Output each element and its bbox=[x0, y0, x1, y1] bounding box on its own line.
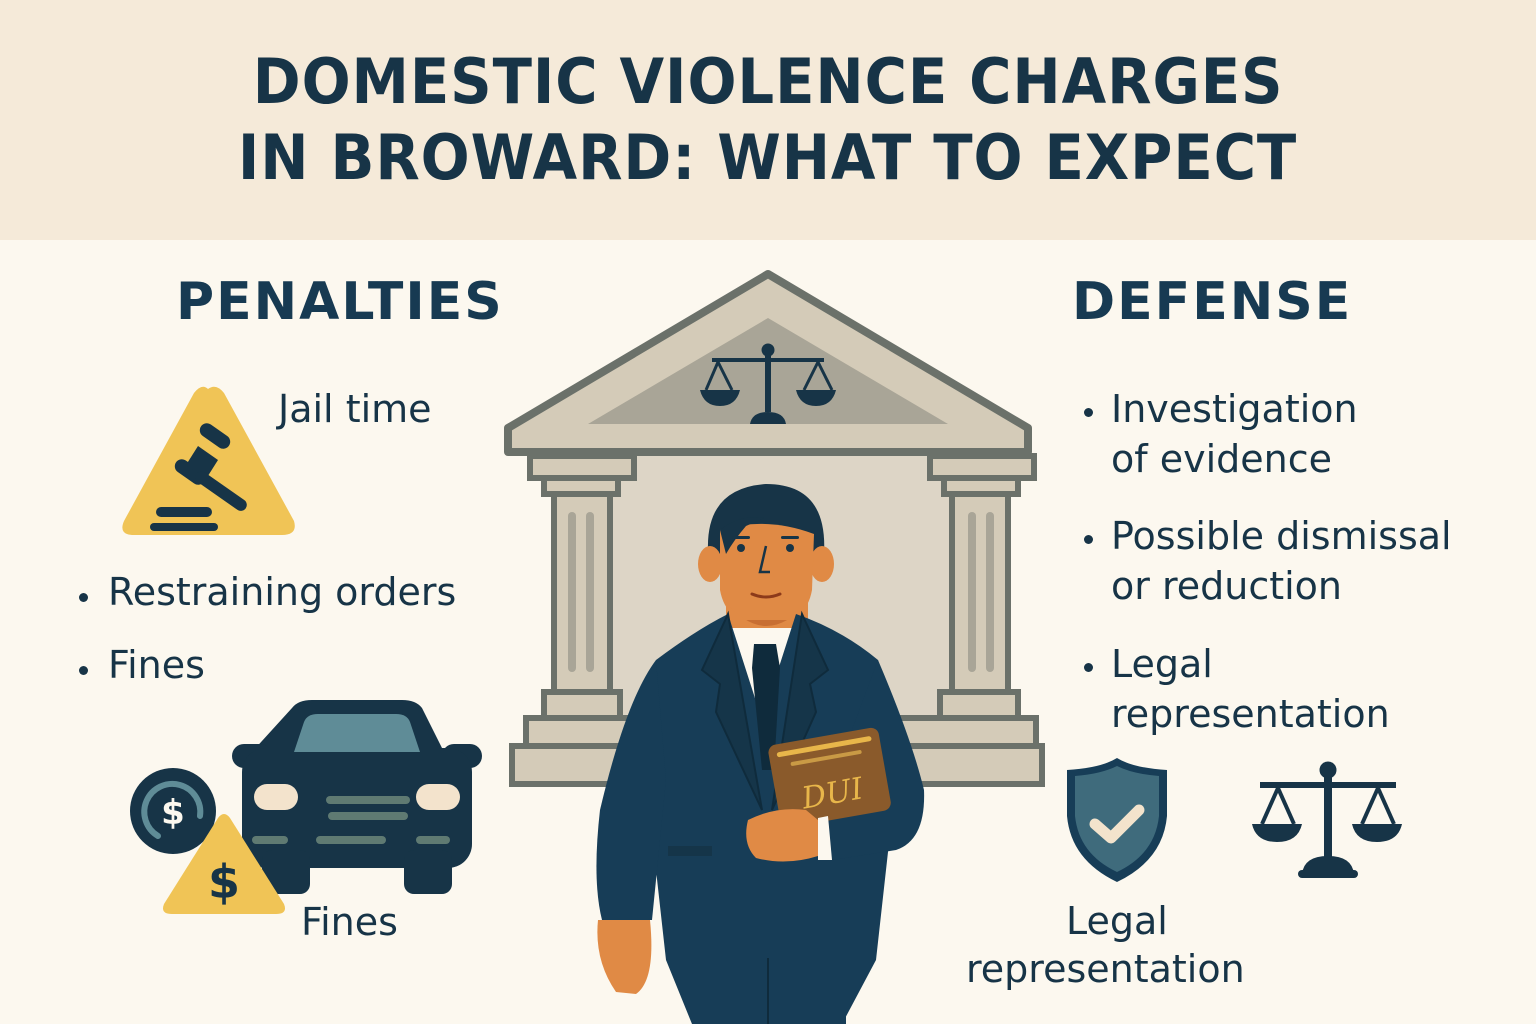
title-banner: DOMESTIC VIOLENCE CHARGES IN BROWARD: WH… bbox=[0, 0, 1536, 240]
shield-caption-line1: Legal bbox=[1066, 899, 1168, 943]
defense-item-2-line2: or reduction bbox=[1111, 564, 1343, 608]
bullet-dot bbox=[1084, 535, 1093, 544]
penalty-fines: Fines bbox=[108, 643, 205, 687]
defense-item-3-line2: representation bbox=[1111, 692, 1390, 736]
shield-caption-line2: representation bbox=[966, 947, 1245, 991]
penalty-restraining-orders: Restraining orders bbox=[108, 570, 457, 614]
svg-text:$: $ bbox=[161, 793, 185, 833]
title-line-1: DOMESTIC VIOLENCE CHARGES bbox=[252, 45, 1284, 118]
penalty-jail-time: Jail time bbox=[278, 387, 432, 431]
coin-dollar-icon: $ bbox=[130, 768, 216, 854]
lawyer-illustration: DUI bbox=[596, 484, 925, 1024]
bullet-dot bbox=[79, 666, 88, 675]
dollar-warning-icon: $ bbox=[163, 814, 285, 914]
penalties-heading: PENALTIES bbox=[176, 272, 504, 332]
defense-item-2-line1: Possible dismissal bbox=[1111, 514, 1452, 558]
svg-text:$: $ bbox=[208, 855, 240, 909]
gavel-warning-icon bbox=[122, 386, 295, 535]
car-icon bbox=[232, 700, 482, 894]
defense-item-3-line1: Legal bbox=[1111, 642, 1213, 686]
defense-item-1-line2: of evidence bbox=[1111, 437, 1332, 481]
scales-of-justice-icon bbox=[1252, 761, 1402, 878]
bullet-dot bbox=[1084, 408, 1093, 417]
penalty-fines-caption: Fines bbox=[301, 900, 398, 944]
title-line-2: IN BROWARD: WHAT TO EXPECT bbox=[238, 121, 1298, 194]
scales-of-justice-icon bbox=[700, 343, 836, 424]
bullet-dot bbox=[79, 593, 88, 602]
defense-heading: DEFENSE bbox=[1072, 272, 1353, 332]
shield-check-icon bbox=[1067, 758, 1167, 882]
defense-item-1-line1: Investigation bbox=[1111, 387, 1358, 431]
bullet-dot bbox=[1084, 663, 1093, 672]
